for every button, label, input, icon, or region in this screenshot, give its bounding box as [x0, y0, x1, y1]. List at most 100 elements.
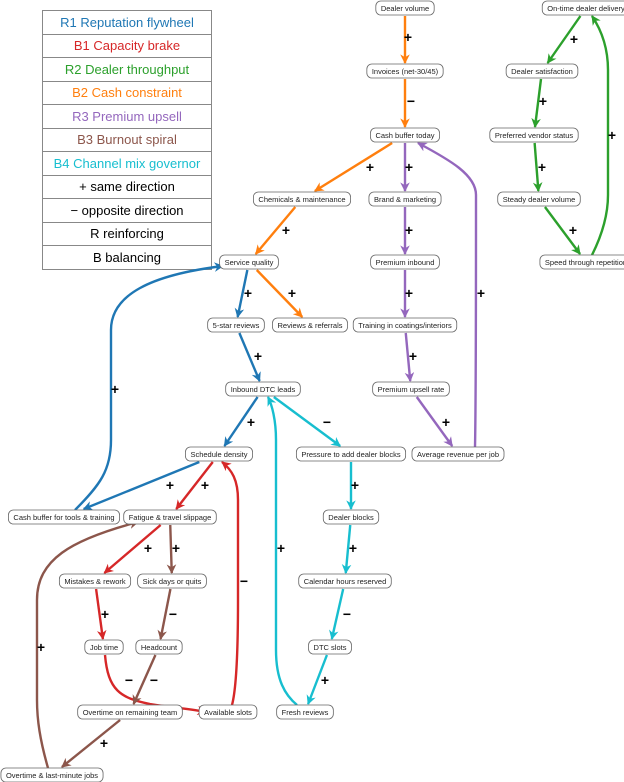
polarity-sign: + [442, 414, 450, 430]
node: Overtime & last-minute jobs [0, 767, 104, 782]
node-label: Overtime on remaining team [83, 708, 178, 717]
causal-link [532, 142, 543, 192]
node: Headcount [135, 639, 183, 655]
polarity-sign: + [254, 348, 262, 364]
causal-link [157, 588, 172, 640]
node-label: Headcount [141, 643, 178, 652]
causal-link [94, 588, 107, 640]
node-label: Dealer blocks [328, 513, 374, 522]
node: Chemicals & maintenance [253, 191, 351, 207]
node: Pressure to add dealer blocks [295, 446, 407, 462]
node-label: Premium inbound [376, 258, 435, 267]
causal-link [175, 461, 214, 510]
node-label: Average revenue per job [417, 450, 499, 459]
causal-link [329, 588, 345, 640]
polarity-sign: + [172, 540, 180, 556]
polarity-sign: + [349, 540, 357, 556]
polarity-sign: + [405, 159, 413, 175]
causal-link [223, 396, 259, 447]
node: Mistakes & rework [58, 573, 132, 589]
node: Cash buffer for tools & training [8, 509, 120, 525]
node-box [539, 254, 624, 270]
node: Steady dealer volume [497, 191, 581, 207]
node-box [135, 639, 183, 655]
causal-link [314, 141, 393, 193]
polarity-sign: − [240, 573, 248, 589]
node-box [489, 127, 579, 143]
node: Average revenue per job [411, 446, 505, 462]
node-label: Chemicals & maintenance [258, 195, 345, 204]
node-box [185, 446, 253, 462]
node: Available slots [198, 704, 258, 720]
node: Fatigue & travel slippage [123, 509, 217, 525]
causal-link [238, 332, 261, 382]
polarity-sign: + [608, 127, 616, 143]
causal-link [35, 519, 139, 769]
causal-link [82, 460, 200, 511]
node-label: Available slots [204, 708, 252, 717]
polarity-sign: + [405, 222, 413, 238]
polarity-sign: − [125, 672, 133, 688]
node-label: Sick days or quits [143, 577, 202, 586]
causal-link [273, 396, 341, 447]
node-box [497, 191, 581, 207]
polarity-sign: + [569, 222, 577, 238]
node-label: 5-star reviews [213, 321, 260, 330]
polarity-sign: − [150, 672, 158, 688]
node-label: Steady dealer volume [503, 195, 576, 204]
node-label: Inbound DTC leads [231, 385, 296, 394]
polarity-sign: + [37, 639, 45, 655]
polarity-sign: + [538, 159, 546, 175]
node-box [411, 446, 505, 462]
node: Premium inbound [370, 254, 440, 270]
node-label: Mistakes & rework [64, 577, 126, 586]
node-label: Cash buffer for tools & training [13, 513, 114, 522]
causal-link [103, 524, 162, 574]
node-box [137, 573, 207, 589]
node-box [219, 254, 279, 270]
legend-entry: R3 Premium upsell [42, 104, 212, 129]
node-box [58, 573, 132, 589]
polarity-sign: + [101, 606, 109, 622]
node: Cash buffer today [370, 127, 440, 143]
node: Sick days or quits [137, 573, 207, 589]
node: Calendar hours reserved [298, 573, 392, 589]
node-label: Service quality [225, 258, 274, 267]
node-label: Fresh reviews [282, 708, 329, 717]
node: DTC slots [308, 639, 352, 655]
node-box [370, 127, 440, 143]
node-box [77, 704, 183, 720]
polarity-sign: + [244, 285, 252, 301]
causal-link [132, 654, 157, 705]
polarity-sign: + [144, 540, 152, 556]
legend-entry: B2 Cash constraint [42, 80, 212, 105]
polarity-sign: + [409, 348, 417, 364]
polarity-sign: − [169, 606, 177, 622]
node-label: Dealer volume [381, 4, 429, 13]
causal-link [166, 524, 177, 574]
node-label: Preferred vendor status [495, 131, 574, 140]
legend-entry: + same direction [42, 174, 212, 199]
node: Job time [84, 639, 124, 655]
node-box [322, 509, 380, 525]
node-label: Calendar hours reserved [304, 577, 387, 586]
causal-link [590, 15, 610, 256]
node-label: Training in coatings/interiors [358, 321, 452, 330]
node-box [272, 317, 348, 333]
causal-link [103, 654, 207, 716]
node-label: Dealer satisfaction [511, 67, 573, 76]
polarity-sign: + [477, 285, 485, 301]
polarity-sign: − [323, 414, 331, 430]
node-box [0, 767, 104, 782]
node-box [375, 0, 435, 16]
causal-link [255, 269, 304, 318]
causal-link [417, 141, 478, 448]
polarity-sign: + [570, 31, 578, 47]
node-box [84, 639, 124, 655]
node: Reviews & referrals [272, 317, 348, 333]
polarity-sign: − [407, 93, 415, 109]
polarity-sign: + [288, 285, 296, 301]
node-box [368, 191, 442, 207]
